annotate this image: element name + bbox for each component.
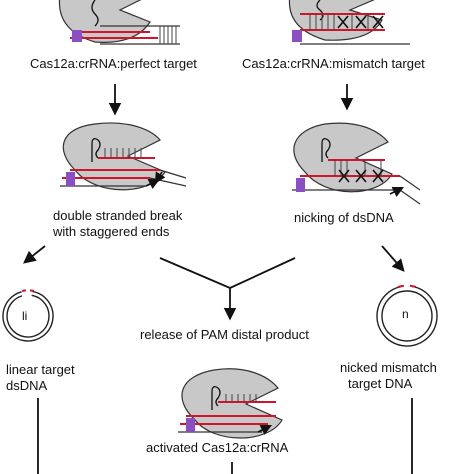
label-linear-line2: dsDNA bbox=[6, 378, 48, 393]
label-mismatch-target: Cas12a:crRNA:mismatch target bbox=[242, 56, 425, 71]
linear-target-circle bbox=[2, 289, 54, 342]
label-double-break-line1: double stranded break bbox=[53, 208, 183, 223]
circle-label-li: li bbox=[22, 309, 28, 323]
label-activated: activated Cas12a:crRNA bbox=[146, 440, 289, 455]
complex-perfect-target bbox=[58, 0, 180, 45]
arrow-to-linear bbox=[23, 245, 46, 264]
complex-activated bbox=[178, 368, 283, 439]
label-linear-line1: linear target bbox=[6, 362, 75, 377]
nicked-target-circle bbox=[376, 284, 438, 347]
circle-label-n: n bbox=[402, 307, 409, 321]
label-double-break-line2: with staggered ends bbox=[53, 224, 170, 239]
label-nicked-line1: nicked mismatch bbox=[340, 360, 437, 375]
label-release: release of PAM distal product bbox=[140, 327, 309, 342]
complex-double-break bbox=[60, 122, 187, 191]
merge-lines bbox=[159, 257, 296, 289]
label-nicking: nicking of dsDNA bbox=[294, 210, 394, 225]
complex-nicking bbox=[292, 122, 421, 205]
complex-mismatch-target bbox=[288, 0, 410, 45]
label-nicked-line2: target DNA bbox=[348, 376, 413, 391]
flow-arrows bbox=[23, 84, 413, 474]
label-perfect-target: Cas12a:crRNA:perfect target bbox=[30, 56, 197, 71]
arrow-to-nicked bbox=[381, 245, 405, 272]
